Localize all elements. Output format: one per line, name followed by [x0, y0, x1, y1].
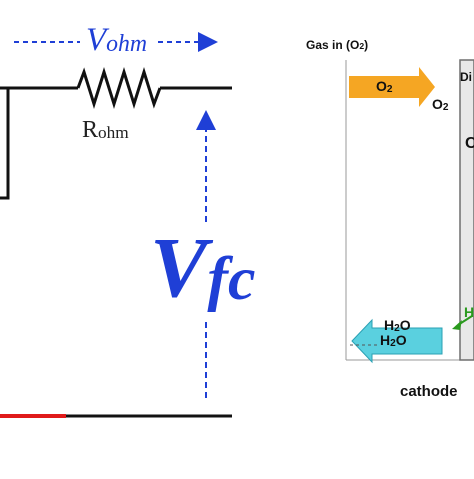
- v-fc-label: Vfc: [150, 219, 256, 315]
- green-arrowhead: [452, 320, 462, 330]
- o2-arrow-label: O2: [376, 78, 393, 95]
- circuit-wiring: [0, 66, 232, 418]
- h2o-arrow-label: H2O: [380, 332, 407, 349]
- green-label-fragment: H: [464, 304, 474, 320]
- cathode-label: cathode: [400, 383, 458, 400]
- catalyst-label-fragment: C: [465, 135, 474, 152]
- o2-side-label: O2: [432, 96, 449, 113]
- h2o-outlet-arrow: [351, 318, 443, 364]
- r-ohm-label: Rohm: [82, 117, 129, 143]
- v-ohm-label: Vohm: [86, 22, 148, 58]
- resistor-r-ohm: [76, 66, 162, 110]
- o2-inlet-arrow: [349, 67, 435, 107]
- h2o-side-label: H2O: [384, 317, 411, 334]
- left-wire-loop: [0, 86, 10, 200]
- cathode-panel: [345, 59, 474, 364]
- diffusion-layer: [459, 59, 474, 361]
- diffusion-layer-label-fragment: Di: [460, 70, 472, 84]
- gas-in-label: Gas in (O2): [306, 38, 369, 52]
